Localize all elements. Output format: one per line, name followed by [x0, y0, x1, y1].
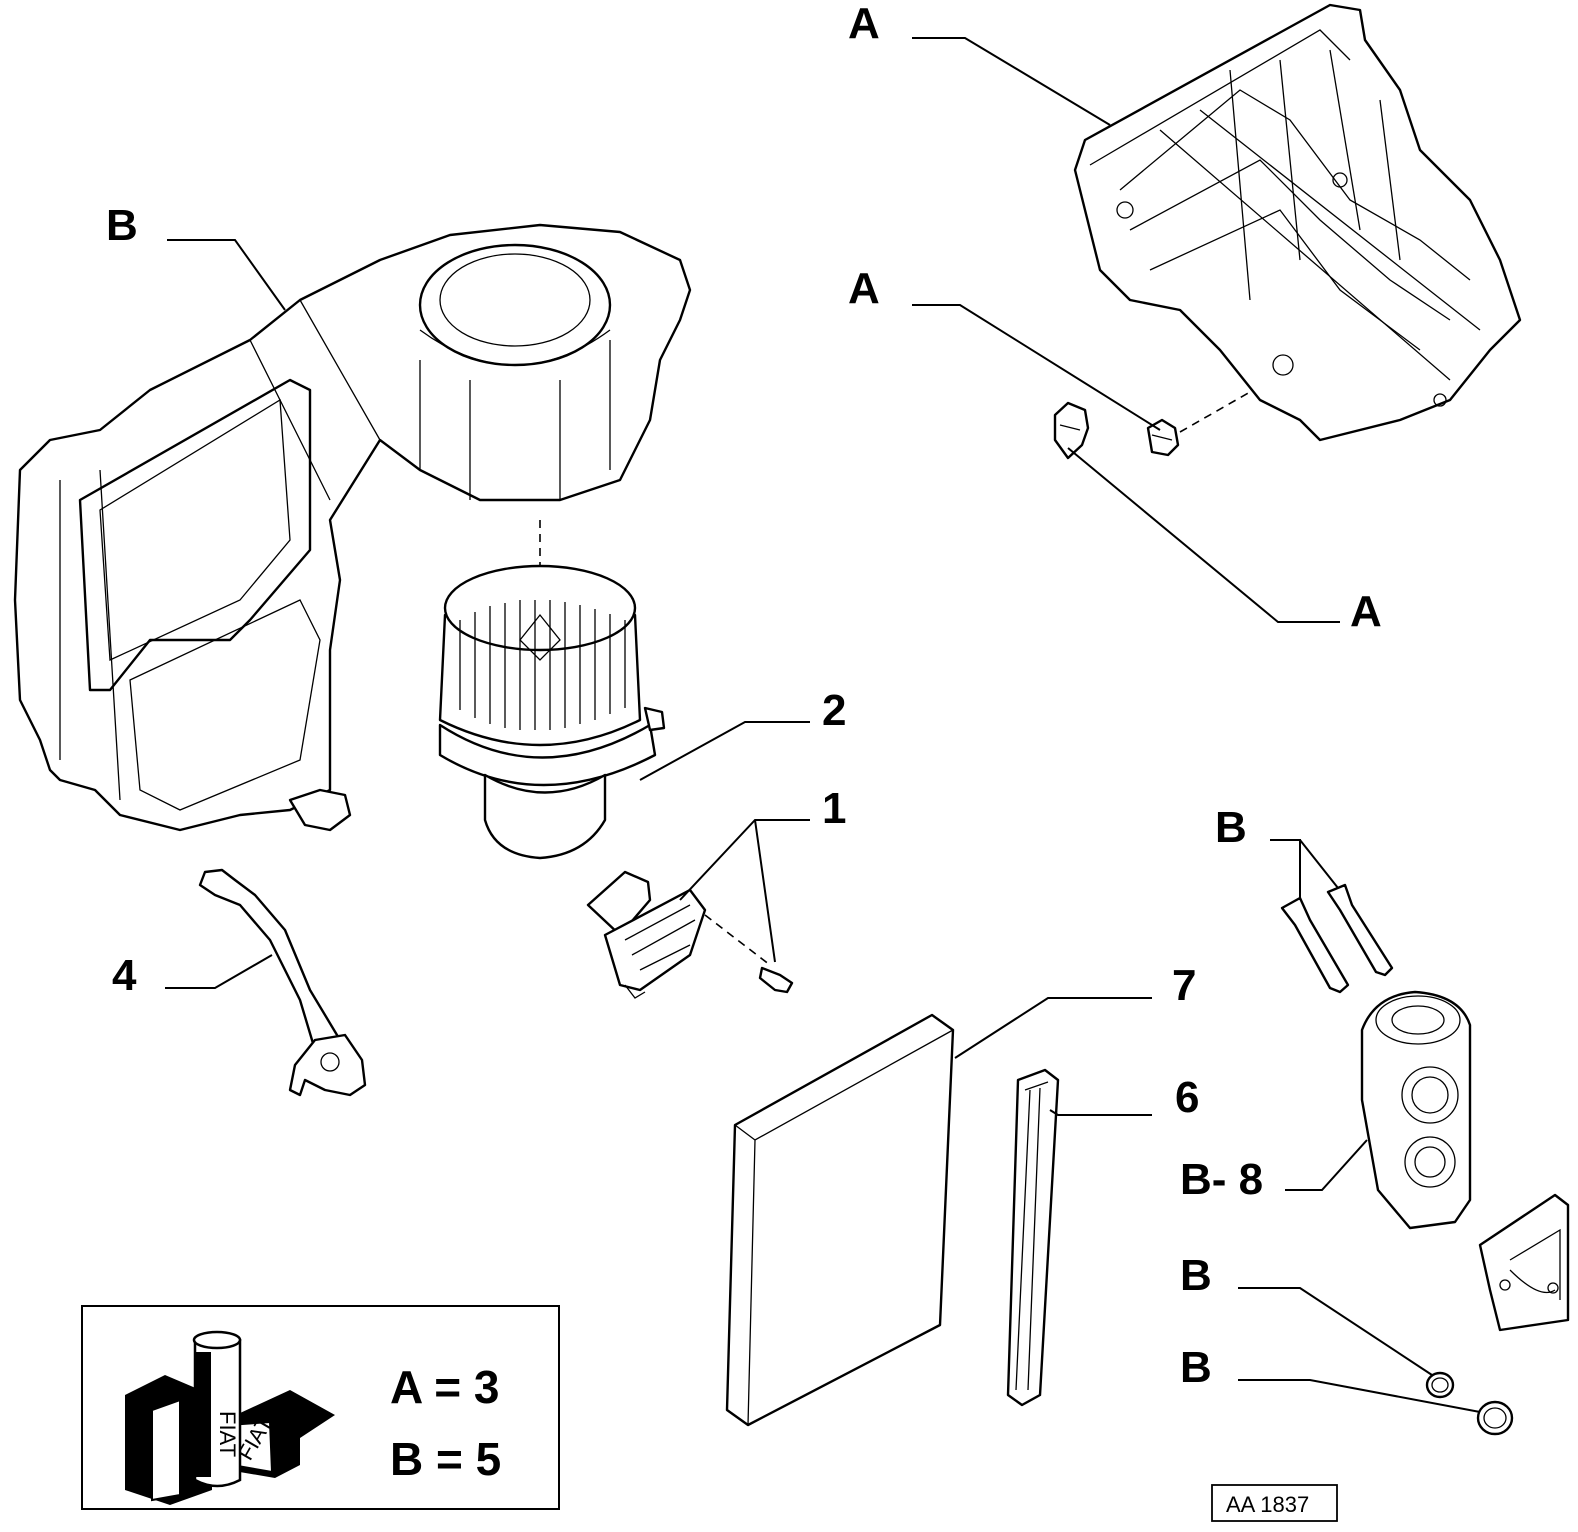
leader-2 [639, 721, 810, 781]
part-clip [1146, 418, 1180, 457]
assembly-line-resistor-screw [704, 914, 771, 966]
callout-6: 6 [1175, 1073, 1199, 1122]
callout-a-connector: A [1350, 587, 1382, 636]
leader-a-clip [912, 304, 1161, 431]
part-o-ring-small [1425, 1371, 1455, 1399]
callout-1: 1 [822, 784, 846, 833]
part-blower-motor [438, 564, 666, 860]
part-bracket [1478, 1193, 1570, 1332]
leader-b-housing [167, 239, 286, 311]
part-drain-tube [198, 868, 367, 1097]
legend-line-a: A = 3 [390, 1361, 500, 1413]
leader-7 [954, 997, 1152, 1059]
leader-a-connector [1067, 447, 1340, 623]
reference-code: AA 1837 [1226, 1492, 1309, 1517]
legend-box: FIAT FIAT A = 3 B = 5 [81, 1305, 560, 1510]
callout-4: 4 [112, 951, 137, 1000]
legend-line-b: B = 5 [390, 1433, 501, 1485]
part-filter-frame [1006, 1068, 1060, 1407]
part-o-ring-large [1476, 1400, 1514, 1436]
leader-b-oring-2 [1238, 1379, 1481, 1413]
part-upper-housing [1073, 3, 1522, 442]
leader-b-oring-1 [1238, 1287, 1433, 1376]
leader-lines [165, 37, 1481, 1413]
callout-a-clip: A [848, 264, 880, 313]
callout-a-housing: A [848, 0, 880, 48]
leader-6 [1049, 1109, 1152, 1116]
callout-7: 7 [1172, 961, 1196, 1010]
part-expansion-valve [1360, 990, 1472, 1230]
callout-b-oring-1: B [1180, 1251, 1212, 1300]
leader-1 [679, 819, 810, 963]
part-resistor [586, 870, 707, 999]
callout-b-oring-2: B [1180, 1343, 1212, 1392]
leader-b-8 [1285, 1139, 1368, 1191]
logo-can-text: FIAT [215, 1411, 240, 1457]
part-connector [1053, 401, 1090, 460]
leader-4 [165, 954, 273, 989]
callout-b-screws: B [1215, 803, 1247, 852]
assembly-line-clip [1179, 391, 1251, 433]
part-cabin-filter [725, 1013, 955, 1427]
reference-code-box: AA 1837 [1211, 1484, 1338, 1522]
callout-b-housing: B [106, 201, 138, 250]
part-heater-housing [13, 223, 692, 832]
part-screws [1280, 883, 1394, 994]
callout-b-8: B- 8 [1180, 1155, 1263, 1204]
leader-b-screws [1270, 839, 1339, 900]
fiat-oil-logo: FIAT FIAT [125, 1330, 335, 1505]
part-resistor-screw [758, 966, 794, 994]
leader-a-housing [912, 37, 1111, 126]
callout-2: 2 [822, 686, 846, 735]
